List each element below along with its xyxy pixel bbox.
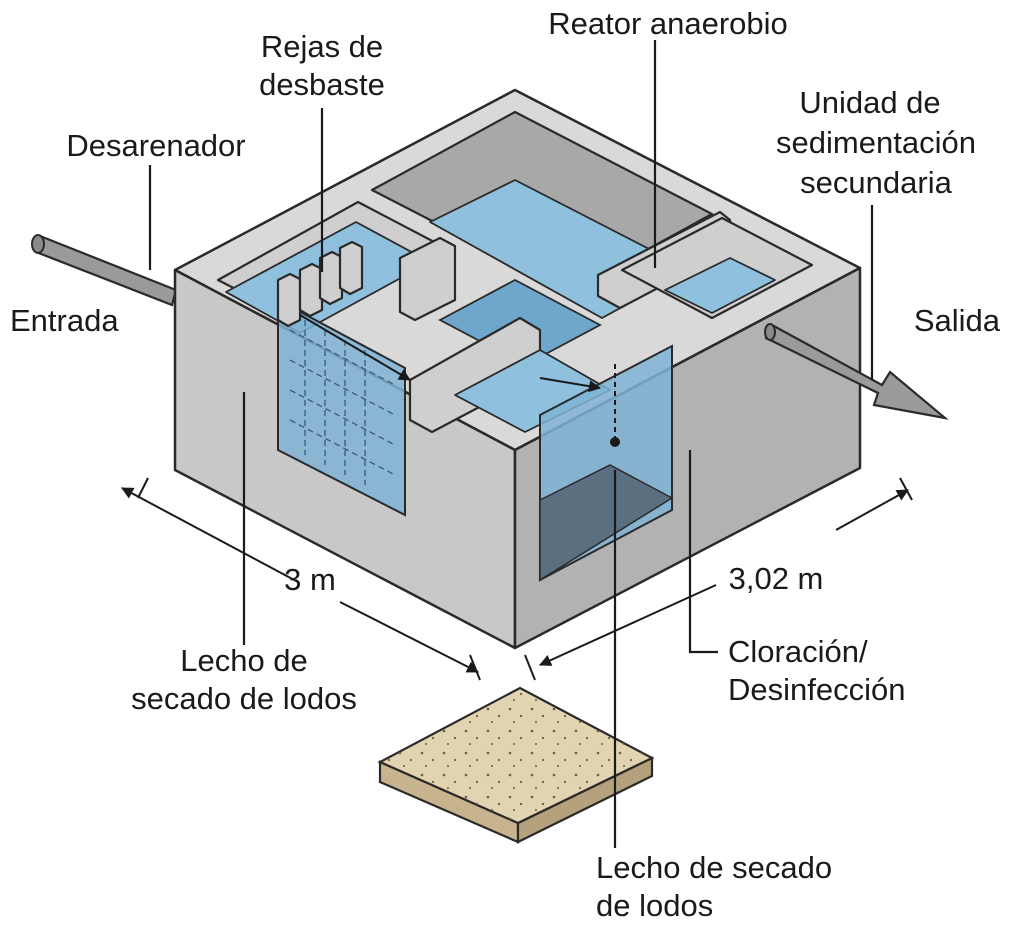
sludge-drying-bed — [377, 686, 655, 844]
label-cloracion-line2: Desinfección — [728, 672, 905, 707]
label-rejas: Rejas de desbaste — [259, 29, 385, 102]
label-lecho-left-line1: Lecho de — [180, 643, 308, 678]
label-cloracion-line1: Cloración/ — [728, 634, 868, 669]
label-lecho-bottom: Lecho de secado de lodos — [596, 850, 832, 923]
label-desarenador: Desarenador — [66, 128, 245, 163]
label-rejas-line2: desbaste — [259, 67, 385, 102]
dimension-right — [524, 477, 913, 681]
tank-right-face — [513, 266, 862, 650]
label-cloracion: Cloración/ Desinfección — [728, 634, 905, 707]
leader-lines — [148, 40, 874, 848]
label-unidad: Unidad de sedimentación secundaria — [776, 85, 976, 200]
label-unidad-line2: sedimentación — [776, 125, 976, 160]
label-entrada: Entrada — [10, 303, 119, 338]
label-dim-right: 3,02 m — [729, 561, 824, 596]
dimension-left — [121, 477, 481, 681]
label-salida: Salida — [914, 303, 1001, 338]
label-lecho-bottom-line2: de lodos — [596, 888, 713, 923]
label-lecho-bottom-line1: Lecho de secado — [596, 850, 832, 885]
grit-chamber-window — [277, 298, 406, 517]
label-lecho-left-line2: secado de lodos — [131, 681, 357, 716]
label-reactor: Reator anaerobio — [548, 6, 788, 41]
tank-structure — [173, 88, 862, 650]
outlet-pipe — [764, 323, 949, 420]
inlet-pipe — [31, 234, 178, 307]
chlorine-dosing-point-icon — [610, 437, 620, 447]
label-unidad-line3: secundaria — [800, 165, 952, 200]
label-lecho-left: Lecho de secado de lodos — [131, 643, 357, 716]
bar-screen — [276, 240, 364, 328]
label-dim-left: 3 m — [284, 562, 336, 597]
label-rejas-line1: Rejas de — [261, 29, 383, 64]
label-unidad-line1: Unidad de — [799, 85, 940, 120]
